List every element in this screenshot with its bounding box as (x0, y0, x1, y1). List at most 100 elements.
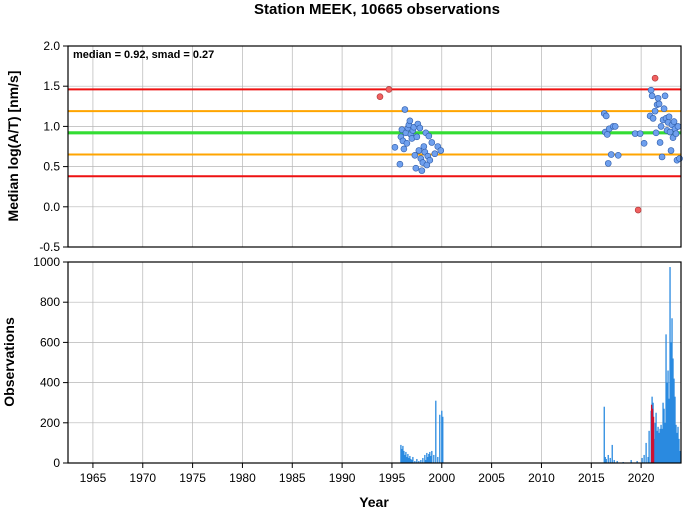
observation-bar (439, 414, 441, 463)
x-axis-label: Year (359, 494, 389, 510)
bar-y-axis-label: Observations (1, 317, 17, 407)
observation-bar (641, 457, 643, 463)
scatter-point (640, 139, 648, 147)
scatter-point (428, 139, 436, 146)
observation-bar (664, 422, 666, 463)
scatter-point (437, 147, 445, 154)
observation-bar (660, 424, 662, 463)
observation-bar (654, 422, 656, 463)
observation-bar (607, 454, 609, 463)
outlier-point (385, 86, 393, 93)
x-tick-label: 1980 (229, 471, 256, 485)
x-tick-label: 1985 (279, 471, 306, 485)
bar-plot-area (68, 262, 681, 463)
reference-lines (68, 88, 681, 178)
y-tick-label: 1.5 (43, 79, 60, 93)
observation-bar (441, 410, 443, 463)
y-tick-label: 0.0 (43, 200, 60, 214)
scatter-point (411, 152, 419, 159)
observation-bar (674, 396, 676, 463)
scatter-point (661, 92, 669, 100)
y-tick-label: 800 (40, 295, 60, 309)
observation-bar (408, 457, 410, 463)
observation-bar (425, 459, 427, 463)
x-tick-label: 1990 (329, 471, 356, 485)
observation-bar (670, 342, 672, 463)
scatter-point (660, 105, 668, 113)
observation-bar (679, 450, 681, 463)
highlight-bar (651, 408, 654, 463)
x-tick-label: 1995 (379, 471, 406, 485)
scatter-point (658, 153, 666, 161)
y-tick-label: 0.5 (43, 160, 60, 174)
observation-bar (609, 457, 611, 463)
scatter-point (654, 94, 662, 102)
observation-bar (676, 432, 678, 463)
observation-bar (412, 456, 414, 463)
observation-bar (668, 398, 670, 463)
observation-bar (665, 334, 667, 463)
observation-bar (662, 402, 664, 463)
observation-bar (643, 454, 645, 463)
scatter-point (670, 118, 678, 125)
scatter-point (431, 150, 439, 158)
scatter-point (652, 129, 660, 137)
scatter-point (413, 133, 421, 141)
observation-bar (406, 456, 408, 463)
observation-bar (405, 451, 407, 463)
x-tick-label: 1965 (80, 471, 107, 485)
observation-bar (429, 451, 431, 463)
observation-bar (658, 432, 660, 463)
x-tick-label: 2000 (428, 471, 455, 485)
observation-bar (424, 454, 426, 463)
highlight-bar (652, 416, 655, 463)
scatter-point (647, 86, 655, 94)
observation-bar (677, 426, 679, 463)
y-tick-label: 400 (40, 376, 60, 390)
observation-bar (673, 378, 675, 463)
observation-bar (414, 460, 416, 463)
scatter-point (426, 156, 434, 164)
scatter-point (418, 167, 426, 174)
observation-bar (647, 456, 649, 463)
observation-bar (410, 458, 412, 463)
observation-bar (431, 450, 433, 463)
scatter-point (416, 124, 424, 132)
observation-bar (411, 459, 413, 463)
y-tick-label: 0 (53, 456, 60, 470)
observation-bar (409, 455, 411, 463)
scatter-point (672, 130, 680, 137)
scatter-point (401, 106, 409, 113)
scatter-point (607, 151, 615, 158)
x-tick-label: 2020 (628, 471, 655, 485)
observation-bar (671, 318, 673, 463)
scatter-y-axis-label: Median log(A/T) [nm/s] (5, 71, 21, 222)
scatter-point (423, 161, 431, 169)
observation-bar (427, 456, 429, 463)
scatter-point (666, 128, 674, 136)
observation-bar (442, 416, 444, 463)
chart-title: Station MEEK, 10665 observations (254, 1, 500, 18)
y-tick-label: 1000 (33, 255, 60, 269)
observation-bar (402, 445, 404, 463)
scatter-panel: 2.01.51.00.50.0-0.5 median = 0.92, smad … (5, 39, 683, 254)
scatter-point (651, 107, 659, 115)
observation-bar (435, 400, 437, 463)
observation-bar (669, 267, 671, 463)
y-tick-label: 600 (40, 335, 60, 349)
observation-bar (672, 358, 674, 463)
scatter-point (396, 160, 404, 168)
scatter-frame (67, 45, 682, 248)
observation-bar (667, 370, 669, 463)
scatter-point (614, 152, 622, 159)
scatter-point (603, 131, 611, 138)
x-tick-label: 2010 (528, 471, 555, 485)
observation-bar (420, 459, 422, 463)
observation-bar (433, 454, 435, 463)
bar-series (400, 267, 681, 463)
observation-bar (630, 459, 632, 463)
y-tick-label: 2.0 (43, 39, 60, 53)
observation-bar (437, 456, 439, 463)
